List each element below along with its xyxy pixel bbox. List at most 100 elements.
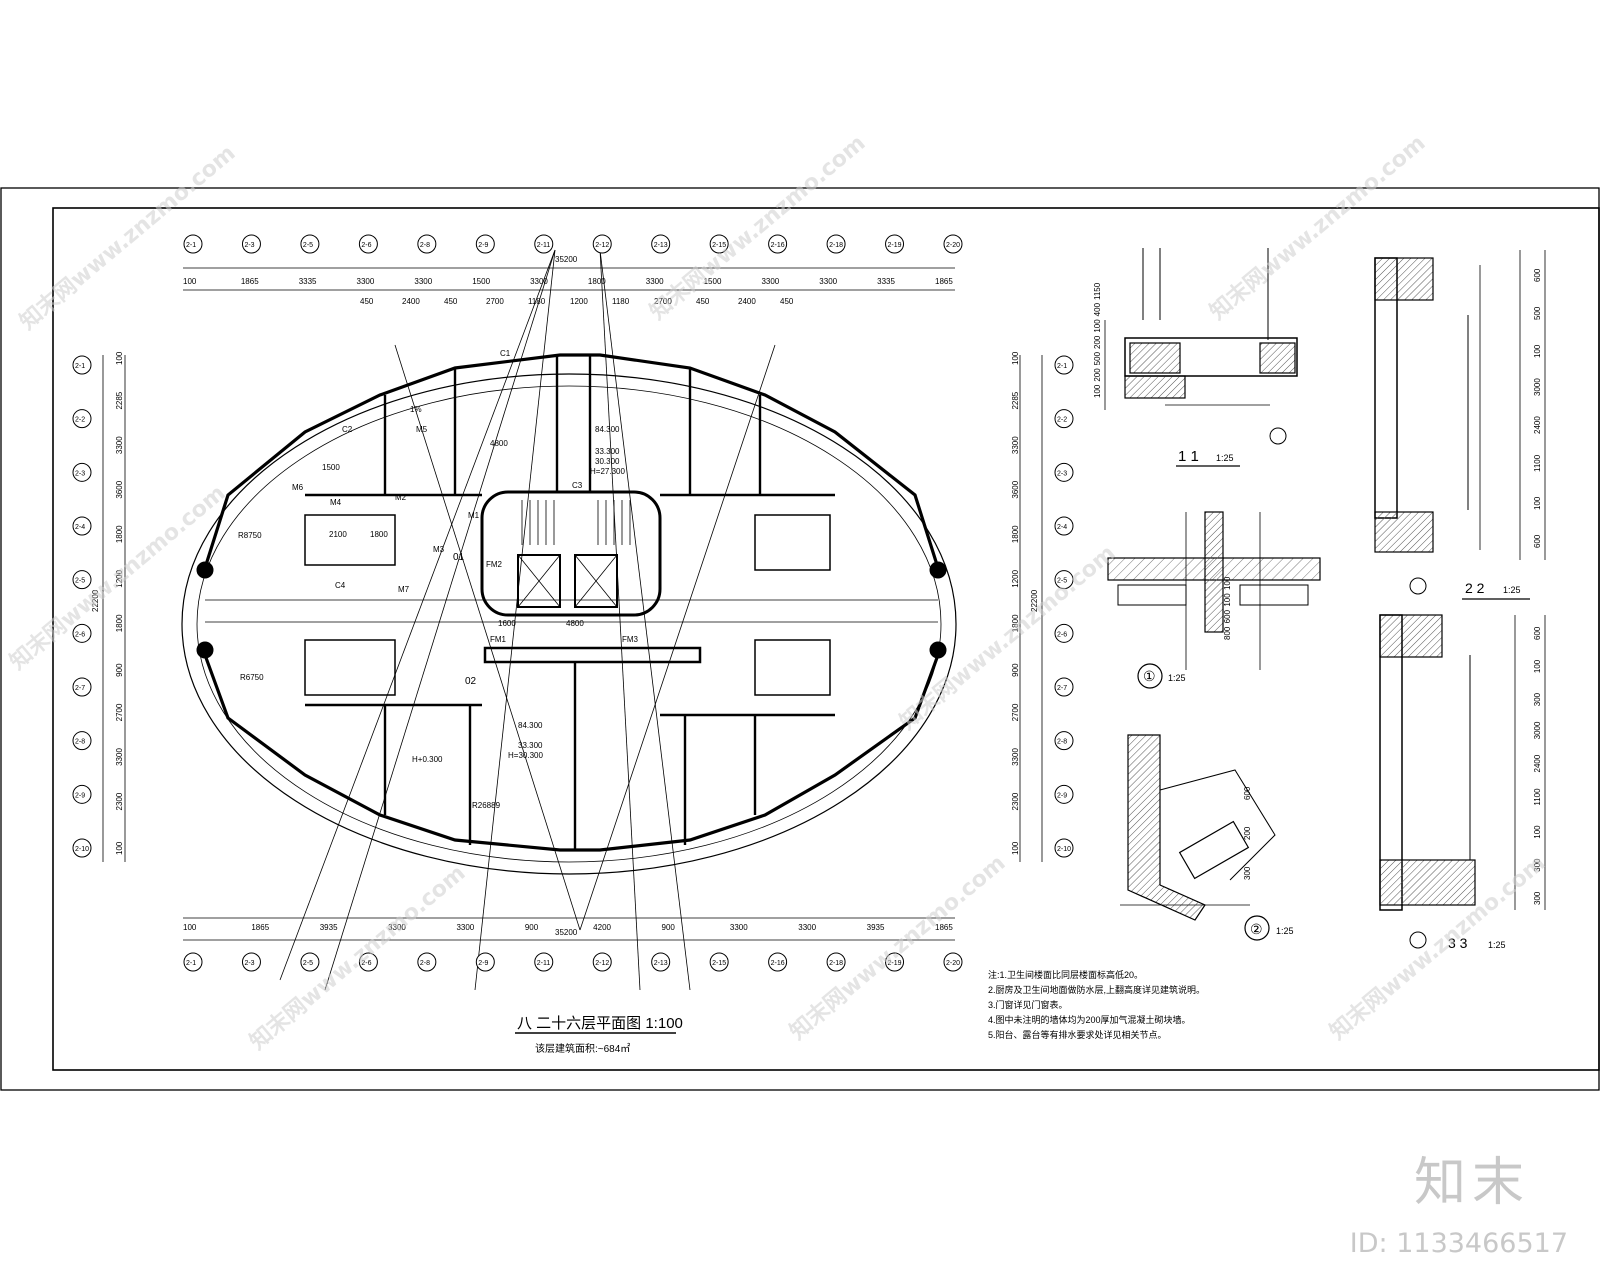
room-label: C4 [335, 581, 346, 590]
axis-bubble: 2-13 [651, 234, 671, 254]
axis-label: 2-3 [75, 470, 85, 477]
detail-2-marker [1244, 915, 1270, 941]
axis-label: 2-19 [888, 960, 902, 967]
axis-bubble: 2-2 [72, 409, 92, 429]
detail-2-label: ② [1250, 921, 1263, 937]
axis-circle [651, 952, 671, 972]
dimension-text: 200 [1093, 368, 1102, 382]
plan-title: 八 二十六层平面图 1:100 [517, 1015, 683, 1032]
room-label: C1 [500, 349, 511, 358]
axis-circle [943, 234, 963, 254]
dimension-text: 100 [1533, 344, 1542, 358]
dimension-text: 100 [183, 923, 197, 932]
room-label: 02 [465, 676, 477, 687]
axis-bubble: 2-5 [1054, 570, 1074, 590]
axis-label: 2-4 [1057, 524, 1067, 531]
axis-bubble: 2-4 [72, 516, 92, 536]
axis-label: 2-13 [654, 960, 668, 967]
axis-circle [241, 952, 261, 972]
axis-bubble: 2-10 [1054, 838, 1074, 858]
corridor-wall [483, 646, 702, 664]
dimension-text: 1100 [1533, 788, 1542, 806]
elevator-1 [517, 554, 561, 608]
dimension-text: 600 [1223, 609, 1232, 623]
axis-label: 2-8 [420, 242, 430, 249]
dimension-text: 2700 [1011, 703, 1020, 721]
dimension-text: 100 [1533, 659, 1542, 673]
room-label: M1 [468, 511, 480, 520]
axis-label: 2-6 [361, 242, 371, 249]
brand-logo: 知末 [1413, 1153, 1530, 1213]
axis-circle [417, 234, 437, 254]
axis-bubble: 2-9 [475, 234, 495, 254]
dimension-text: 100 [1533, 825, 1542, 839]
elevation: 30.300 [595, 457, 620, 466]
detail-2-scale: 1:25 [1276, 926, 1294, 936]
bathroom [304, 639, 396, 696]
elevator-2 [574, 554, 618, 608]
axis-label: 2-6 [361, 960, 371, 967]
dimension-text: 300 [1243, 866, 1252, 880]
axis-circle [1054, 409, 1074, 429]
dimension-text: 100 [1533, 496, 1542, 510]
dimension-text: 3600 [115, 480, 124, 498]
dimension-text: 600 [1243, 786, 1252, 800]
room-label: M4 [330, 498, 342, 507]
dimension-text: 900 [525, 923, 539, 932]
elevation: 84.300 [518, 721, 543, 730]
axis-label: 2-5 [1057, 578, 1067, 585]
dimension-text: 3300 [530, 277, 548, 286]
axis-label: 2-4 [75, 524, 85, 531]
axis-label: 2-3 [244, 242, 254, 249]
axis-bubble: 2-5 [72, 570, 92, 590]
dimension-text: 3000 [1533, 721, 1542, 739]
axis-label: 2-9 [1057, 792, 1067, 799]
ext-wall-bottom [203, 654, 940, 852]
dim-label: 1600 [498, 619, 516, 628]
dimension-text: 200 [1093, 335, 1102, 349]
axis-bubble: 2-4 [1054, 516, 1074, 536]
axis-circle [72, 731, 92, 751]
axis-label: 2-3 [1057, 470, 1067, 477]
axis-bubble: 2-13 [651, 952, 671, 972]
section-1-1 [1104, 248, 1298, 445]
dimension-text: 600 [1533, 268, 1542, 282]
room-label: M5 [416, 425, 428, 434]
elevation: H+0.300 [412, 755, 443, 764]
axis-circle [651, 234, 671, 254]
axis-circle [72, 355, 92, 375]
axis-label: 2-8 [420, 960, 430, 967]
dimension-text: 100 [1093, 319, 1102, 333]
axis-circle [534, 234, 554, 254]
dimension-text: 600 [1533, 626, 1542, 640]
axis-label: 2-10 [75, 846, 89, 853]
elevation: 33.300 [595, 447, 620, 456]
dimension-text: 1865 [251, 923, 269, 932]
room-label: R8750 [238, 531, 262, 540]
axis-bubble: 2-1 [1054, 355, 1074, 375]
axis-circle [72, 462, 92, 482]
axis-label: 2-20 [946, 960, 960, 967]
room-label: C2 [342, 425, 353, 434]
axis-label: 2-3 [244, 960, 254, 967]
room-label: FM2 [486, 560, 503, 569]
section-2-2 [1374, 250, 1546, 595]
room-label: R26889 [472, 801, 501, 810]
axis-bubbles-left: 2-12-22-32-42-52-62-72-82-92-10 [72, 355, 92, 858]
axis-label: 2-6 [75, 631, 85, 638]
axis-circle [1054, 838, 1074, 858]
dim-label: 4800 [566, 619, 584, 628]
ext-wall-top [203, 353, 940, 569]
dim-label: 4800 [490, 439, 508, 448]
axis-label: 2-12 [595, 960, 609, 967]
axis-label: 2-11 [537, 960, 551, 967]
column [196, 561, 214, 579]
axis-bubble: 2-8 [417, 952, 437, 972]
axis-label: 2-2 [1057, 417, 1067, 424]
axis-bubble: 2-7 [1054, 677, 1074, 697]
axis-circle [768, 234, 788, 254]
